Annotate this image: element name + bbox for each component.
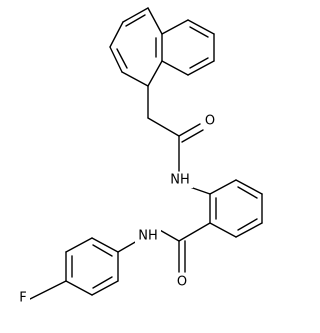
bond [109,21,124,48]
bond [92,276,113,289]
oxygen-label: O [177,275,187,290]
bond [189,26,209,38]
bond [157,228,180,242]
bond [92,244,113,257]
central-benzene-ring [209,179,263,238]
bond [187,19,215,35]
bond [237,218,258,231]
structure-drawing: O NH NH O F [16,7,263,306]
bond [189,57,209,69]
bond [161,60,189,76]
bond [178,222,211,242]
bond [65,280,93,296]
benzamide-group [117,222,211,273]
bond [91,237,119,253]
naphthalene-right-ring [161,19,215,76]
bond [109,46,123,73]
bond [235,222,263,238]
bond [237,186,258,199]
bond [147,117,180,137]
bond [209,222,237,238]
bond [122,7,149,23]
bond [29,280,67,300]
bond [117,240,138,253]
bond [125,14,146,27]
bond [161,19,189,35]
bond [187,60,215,76]
fluorophenyl-ring [29,237,119,300]
amide-nitrogen-label: NH [170,173,190,188]
bond [121,71,149,87]
bond [147,60,163,87]
naphthalene-left-ring [109,7,163,87]
carbonyl-bond [178,123,201,137]
bond [91,280,119,296]
atom-labels: O NH NH O F [16,113,216,306]
bond [65,237,93,253]
bond [209,179,237,195]
bond [147,7,163,35]
amide-nitrogen-label: NH [138,229,158,244]
carbonyl-bond [181,129,204,143]
fluorine-label: F [19,291,26,306]
bond [116,48,128,69]
oxygen-label: O [205,114,215,129]
bond [235,179,263,195]
molecule-canvas: O NH NH O F [16,7,263,306]
